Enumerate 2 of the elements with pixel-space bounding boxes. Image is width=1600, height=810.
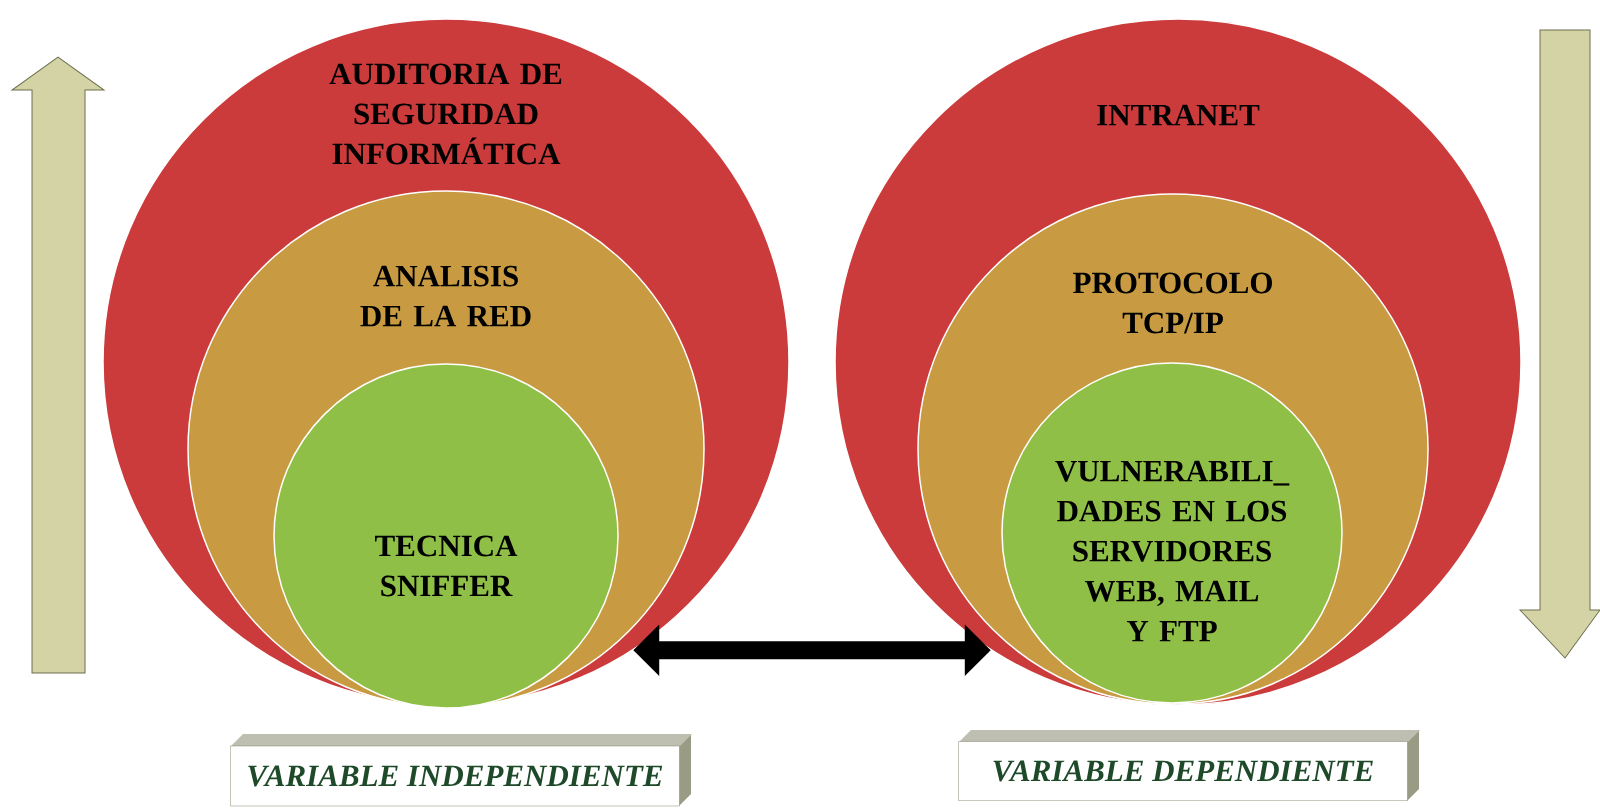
label-box: VARIABLE DEPENDIENTE: [958, 730, 1420, 801]
label-box: VARIABLE INDEPENDIENTE: [230, 734, 692, 807]
